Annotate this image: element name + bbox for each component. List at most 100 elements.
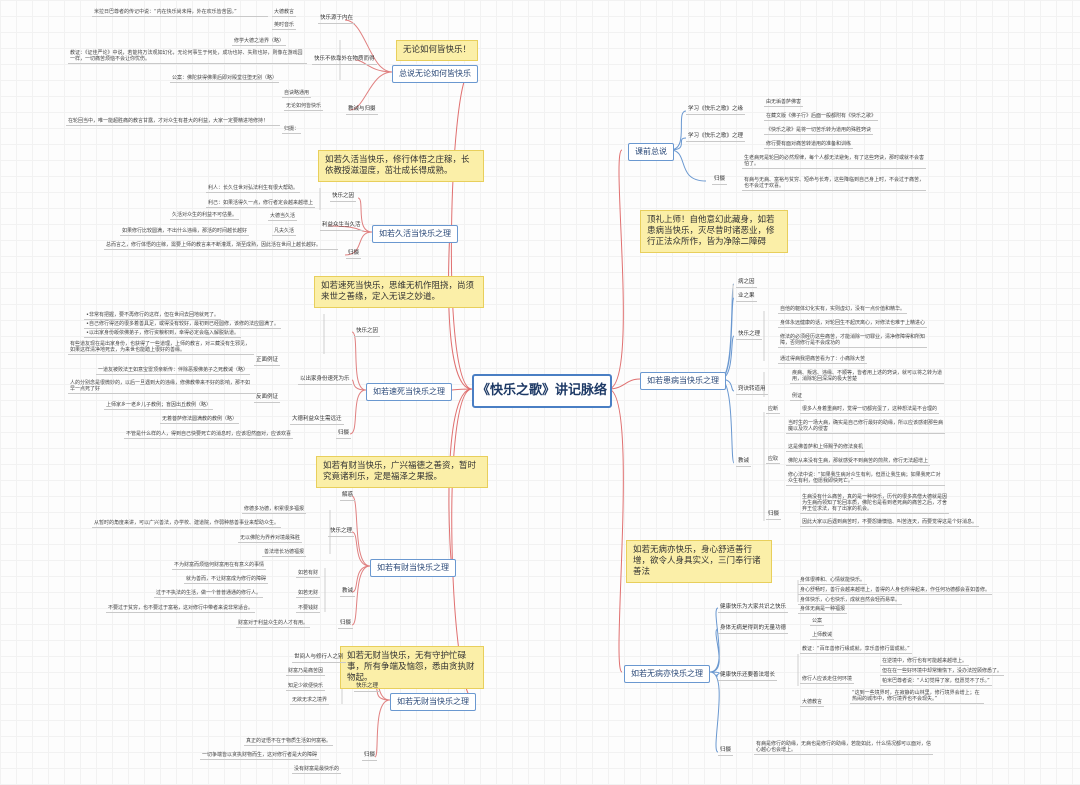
leaf-summary-crops: 总而言之，修行体悟的庄稼，需要上师的教言来不断灌溉，渐至成熟，因此活在世间上越长… bbox=[104, 242, 338, 250]
branch-no-wealth[interactable]: 如若无财当快乐之理 bbox=[390, 693, 476, 711]
sub-summary-3[interactable]: 归摄 bbox=[336, 430, 352, 439]
leaf-buddha-anecdote: 公案：佛陀获得佛果后即对殿堂往堕无别（略） bbox=[170, 75, 280, 83]
leaf-wealth-useful: 财富对于利益众生的人才有用。 bbox=[236, 620, 311, 628]
leaf-face-death: 不管是什么样的人，得到自己快要死亡的消息时，应该坦然面对，应该欢喜 bbox=[124, 431, 294, 439]
leaf-master-words[interactable]: 大德教言 bbox=[800, 699, 825, 707]
branch-quick-death[interactable]: 如若速死当快乐之理 bbox=[366, 383, 452, 401]
sub-admonish-7[interactable]: 教诫 bbox=[736, 458, 752, 467]
leaf-path-of-masters: 修学大德之道界（略） bbox=[232, 38, 287, 46]
sub-cause-of-happiness-2[interactable]: 快乐之因 bbox=[330, 193, 357, 202]
leaf-if-rich[interactable]: 如若有财 bbox=[296, 570, 321, 578]
leaf-good-env-lazy: 但在在一些好环境中却常懒惰下，没办法控顾修悉了。 bbox=[880, 668, 1005, 676]
note-anywhere-happy: 无论如何皆快乐！ bbox=[396, 40, 479, 62]
leaf-asanga-example: 无着菩萨修法圆满教的教例（略） bbox=[160, 416, 240, 424]
sub-transform-path[interactable]: 窍诀转道用 bbox=[736, 386, 768, 395]
leaf-no-wealth-happiest: 没有财富是最快乐的 bbox=[292, 766, 342, 774]
branch-illness[interactable]: 如若患病当快乐之理 bbox=[640, 372, 726, 390]
branch-intro[interactable]: 课前总说 bbox=[628, 143, 674, 161]
leaf-negative-detail: 上师家乡一老乡儿子教例；盲因出丘教例（略） bbox=[104, 402, 214, 410]
sub-reason-happy-5[interactable]: 快乐之理 bbox=[354, 683, 381, 692]
branch-wealth[interactable]: 如若有财当快乐之理 bbox=[370, 559, 456, 577]
leaf-illness-is-joy: 生病没有什么痛苦，真的是一种快乐，历代的很多高僧大德就是因为生病而领知了轮回本质… bbox=[800, 494, 949, 514]
root-topic[interactable]: 《快乐之歌》讲记脉络 bbox=[472, 374, 612, 408]
leaf-special-secret: 《快乐之歌》是将一切苦乐转为道用的殊胜窍诀 bbox=[764, 127, 874, 135]
sub-summary-6[interactable]: 归摄 bbox=[712, 176, 728, 185]
sub-admonish-4[interactable]: 教诫 bbox=[340, 588, 356, 597]
leaf-samsara-teaching: 在轮回当中，唯一能超胜痛的教言甘露，才对众生有甚大的利益，大家一定要精进地修持！ bbox=[66, 118, 280, 126]
sub-cause-of-illness[interactable]: 病之因 bbox=[736, 279, 757, 288]
sub-admonish-summary[interactable]: 教诫与归摄 bbox=[346, 106, 378, 115]
leaf-mind-training-quote: 修心法中说：“如果我生病对众生有利，但愿让我生病；如果我死亡对众生有利，但愿我即… bbox=[786, 472, 945, 486]
leaf-should-abandon[interactable]: 应断 bbox=[766, 406, 781, 414]
branch-overview-happy[interactable]: 总说无论如何皆快乐 bbox=[392, 65, 478, 83]
leaf-virtue-increases: 身心舒畅时，善行会越来越增上，善得的人身也所得起来，作任何功德都会喜如善修。 bbox=[798, 587, 993, 595]
leaf-practice-complete: 如果修行比较圆满，不出什么违缘，那活的时间越长越好 bbox=[120, 228, 250, 236]
sub-health-consensus[interactable]: 健康快乐为大家共识之快乐 bbox=[718, 604, 789, 613]
sub-dispel-doubt[interactable]: 解惑 bbox=[340, 492, 356, 501]
note-no-illness: 如若无病亦快乐，身心舒适善行增，欲令人身具实义，三门奉行诸善法 bbox=[626, 540, 772, 584]
sub-happy-from-within[interactable]: 快乐源于内在 bbox=[318, 15, 356, 24]
sub-reason-study[interactable]: 学习《快乐之歌》之缘 bbox=[686, 106, 746, 115]
leaf-virtue-grows: 善法增长功德福报 bbox=[262, 549, 307, 557]
leaf-prepare-practice: 修行要有面对痛苦转道用的准备和训练 bbox=[764, 141, 854, 149]
sub-cause-of-happiness-3[interactable]: 快乐之因 bbox=[354, 328, 381, 337]
branch-long-life[interactable]: 如若久活当快乐之理 bbox=[372, 225, 458, 243]
sub-summary-8[interactable]: 归摄 bbox=[718, 747, 734, 756]
leaf-example-7[interactable]: 例证 bbox=[790, 393, 805, 401]
sub-not-from-material[interactable]: 快乐不依靠外在物质而得 bbox=[312, 56, 377, 65]
leaf-merits: 修德多功德，积累很多福报 bbox=[242, 506, 307, 514]
sub-summary-7[interactable]: 归摄 bbox=[766, 511, 782, 520]
leaf-milarepa-quote: 米拉日巴尊者的传记中说：“内在快乐尚未得，外在欢乐皆苦因。” bbox=[92, 9, 268, 17]
leaf-mountain-city-quote: “这到一些境界时，在寂静的山林里，修行境界会增上；在热闹的城市中，修行境界也不会… bbox=[850, 690, 984, 704]
sub-karma-result[interactable]: 业之果 bbox=[736, 293, 757, 302]
note-long-life: 如若久活当快乐，修行体悟之庄稼，长依教授滋湿度，茁壮成长得成熟。 bbox=[318, 150, 484, 183]
sub-reason-happy-7[interactable]: 快乐之理 bbox=[736, 331, 763, 340]
sub-monastic-quick-death[interactable]: 以出家身份速死为乐 bbox=[298, 376, 352, 385]
sub-summary-4[interactable]: 归摄 bbox=[338, 620, 354, 629]
sub-benefit-beings-long-life[interactable]: 利益众生当久活 bbox=[320, 222, 363, 231]
leaf-cause-3: •以出家身份皈依佛弟子，修行资粮积到，幸得必定会临入解脱轨道。 bbox=[84, 330, 241, 338]
branch-no-illness[interactable]: 如若无病亦快乐之理 bbox=[624, 665, 710, 683]
note-wealth: 如若有财当快乐，广兴福德之善资，暂时究竟诸利乐，定是福泽之果报。 bbox=[316, 456, 488, 489]
leaf-if-poor[interactable]: 如若无财 bbox=[296, 590, 321, 598]
sub-summary-2[interactable]: 归摄 bbox=[346, 250, 362, 259]
leaf-unreasonable-thought: 很多人身着重病时，觉得一切都完蛋了，这种想法是不合理的 bbox=[800, 406, 940, 414]
leaf-anyway-happy: 无论如何皆快乐 bbox=[284, 103, 324, 111]
sub-worldly-vs-practitioner[interactable]: 世间人与修行人之别 bbox=[292, 654, 346, 663]
sub-reason-happy-4[interactable]: 快乐之理 bbox=[328, 528, 355, 537]
leaf-easy-attainment: 身体快乐，心也快乐，成就自然会轻而易举。 bbox=[798, 597, 903, 605]
leaf-masters-long-life[interactable]: 大德当久活 bbox=[268, 213, 298, 221]
sub-master-move-away[interactable]: 大德利益众生需远迁 bbox=[290, 416, 344, 425]
leaf-ordinary-long-life[interactable]: 凡夫久活 bbox=[272, 228, 297, 236]
leaf-practice-opportunity: 这是佛善萨和上师赐予的修法良机 bbox=[786, 444, 866, 452]
leaf-music[interactable]: 英时音乐 bbox=[272, 22, 297, 30]
leaf-scriptural-quote-8: 教证：“百年善修行缘成就，享乐善修行需成就。” bbox=[800, 646, 912, 654]
leaf-positive-detail: 有些道友现在是出家身份，也获得了一些道理，上师的教言，对三藏没有生邪见，如果这样… bbox=[68, 341, 254, 355]
sub-health-virtue[interactable]: 健康快乐还要善法增长 bbox=[718, 672, 778, 681]
sub-summary-5[interactable]: 归摄 bbox=[362, 752, 378, 761]
leaf-wealth-suffering: 财富乃是痛苦因 bbox=[286, 668, 326, 676]
leaf-practitioner-environment[interactable]: 修行人应该走住何环境 bbox=[800, 676, 855, 684]
leaf-wealth-meaningful: 不为财富而烦恼何财富用在有意义的事情 bbox=[172, 562, 267, 570]
leaf-offer-buddha: 无以佛陀为界养对境最殊胜 bbox=[238, 535, 303, 543]
leaf-should-take[interactable]: 应取 bbox=[766, 456, 781, 464]
sub-health-merit[interactable]: 身体无病是得到的无量功德 bbox=[718, 625, 789, 634]
sub-why-study[interactable]: 学习《快乐之歌》之理 bbox=[686, 133, 746, 142]
leaf-small-pain: 通过得病我把痛苦看为了：小痛除大苦 bbox=[778, 356, 868, 364]
sub-negative-example[interactable]: 反面例证 bbox=[254, 394, 281, 403]
leaf-no-money[interactable]: 不要钱财 bbox=[296, 605, 321, 613]
leaf-thank-illness: 当时生的一场大病，确实是自己修行最好的助缘，所以应该感谢那些病魔以及坎人的侵害 bbox=[786, 420, 945, 434]
leaf-summary-label[interactable]: 归摄： bbox=[282, 126, 302, 134]
sub-positive-example[interactable]: 正面例证 bbox=[254, 357, 281, 366]
leaf-body-mind-happy: 身体很棒和、心情就能快乐。 bbox=[798, 577, 868, 585]
leaf-purify-obscurations: 修法的必须经历这些痛苦，才能消除一切罪业，清净修障得和所知障，否则修行是不会成功… bbox=[778, 334, 927, 348]
leaf-balance-wealth: 不要过于贫穷，也不要过于富裕，这对修行中带者来说非常适合。 bbox=[106, 605, 256, 613]
leaf-master-teaching[interactable]: 大德教言 bbox=[272, 9, 297, 17]
note-illness: 顶礼上师！自他意幻此藏身，如若患病当快乐，灭尽昔时诸恶业，修行正法众所作，皆为净… bbox=[640, 210, 788, 254]
leaf-sickness-health: 有病与无病、富裕与贫穷、短命与长寿，这些降临到自己身上时，不会过于痛苦，也不会过… bbox=[742, 177, 926, 191]
leaf-anecdote-8[interactable]: 公案 bbox=[810, 618, 825, 626]
note-quick-death: 如若速死当快乐，思维无机作阻挠，尚须来世之善缘，定入无误之妙道。 bbox=[314, 276, 484, 309]
leaf-no-desire: 无欲无求之境界 bbox=[290, 697, 330, 705]
leaf-master-teaching-8[interactable]: 上师教诫 bbox=[810, 632, 835, 640]
